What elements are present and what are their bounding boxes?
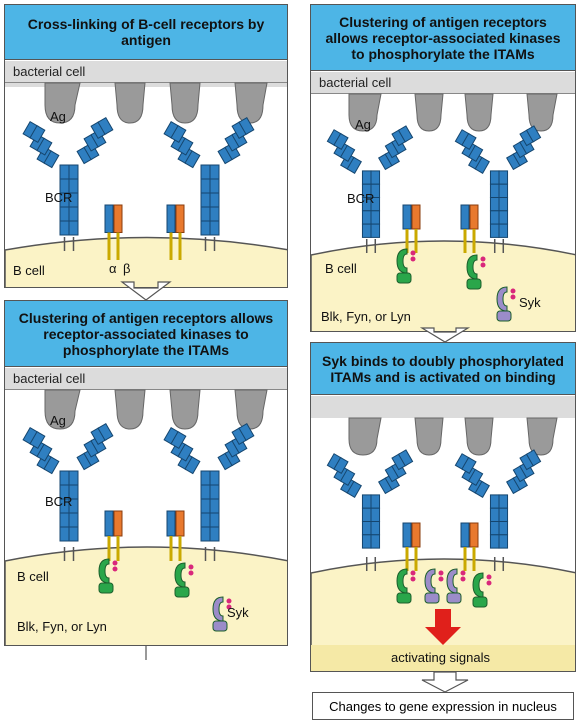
ig-alpha-beta	[166, 204, 185, 260]
panel-title: Clustering of antigen receptors allows r…	[5, 301, 287, 367]
panel-cross-linking: Cross-linking of B-cell receptors by ant…	[4, 4, 288, 288]
receptor-diagram	[5, 389, 287, 645]
bcr-receptor	[163, 423, 255, 561]
bcr-label: BCR	[45, 190, 73, 205]
ig-alpha-beta	[166, 510, 185, 561]
bcr-label: BCR	[45, 494, 73, 509]
bcr-receptor	[326, 125, 414, 253]
bacterial-cell-label: bacterial cell	[5, 61, 287, 83]
antigen	[348, 417, 558, 456]
activating-arrow	[425, 609, 461, 645]
kinase-blk-fyn-lyn	[466, 254, 486, 290]
receptor-diagram	[311, 93, 575, 331]
kinase-blk-fyn-lyn	[98, 558, 118, 594]
kinase-blk-fyn-lyn	[472, 572, 492, 608]
bcr-receptor	[454, 449, 542, 571]
bcr-receptor	[22, 423, 114, 561]
ig-alpha-beta	[460, 522, 479, 571]
beta-label: β	[123, 261, 131, 276]
ig-alpha-beta	[104, 510, 123, 561]
syk-label: Syk	[519, 295, 541, 310]
kinase-blk-fyn-lyn	[396, 248, 416, 284]
syk-kinase	[446, 568, 466, 604]
arrow-down-icon	[419, 327, 471, 343]
arrow-down-icon	[120, 281, 172, 301]
b-cell-label: B cell	[17, 569, 49, 584]
syk-kinase	[212, 596, 232, 632]
bcr-receptor	[163, 117, 255, 251]
b-cell-label: B cell	[325, 261, 357, 276]
kinase-blk-fyn-lyn	[396, 568, 416, 604]
panel-title-text: Clustering of antigen receptors allows r…	[18, 309, 274, 358]
panel-title: Clustering of antigen receptors allows r…	[311, 5, 575, 71]
antigen	[44, 82, 268, 124]
receptor-diagram	[5, 82, 287, 287]
antigen-label: Ag	[355, 117, 371, 132]
panel-syk-binding: Syk binds to doubly phosphorylated ITAMs…	[310, 342, 576, 672]
kinase-blk-fyn-lyn	[174, 562, 194, 598]
alpha-label: α	[109, 261, 117, 276]
panel-title-text: Cross-linking of B-cell receptors by ant…	[27, 16, 265, 48]
bacterial-cell-label: bacterial cell	[5, 368, 287, 390]
syk-kinase	[496, 286, 516, 322]
antigen-label: Ag	[50, 413, 66, 428]
ig-alpha-beta	[402, 204, 421, 253]
receptor-diagram	[311, 396, 575, 671]
arrow-down-icon	[421, 671, 469, 693]
bcr-receptor	[326, 449, 414, 571]
kinase-label: Blk, Fyn, or Lyn	[17, 619, 107, 634]
b-cell-label: B cell	[13, 263, 45, 278]
bcr-receptor	[454, 125, 542, 253]
ig-alpha-beta	[104, 204, 123, 260]
bcr-receptor	[22, 117, 114, 251]
antigen-label: Ag	[50, 109, 66, 124]
panel-clustering-right: Clustering of antigen receptors allows r…	[310, 4, 576, 332]
panel-title: Syk binds to doubly phosphorylated ITAMs…	[311, 343, 575, 395]
activating-signals-label: activating signals	[391, 650, 490, 665]
ig-alpha-beta	[402, 522, 421, 571]
antigen	[44, 389, 268, 430]
syk-kinase	[424, 568, 444, 604]
panel-title-text: Clustering of antigen receptors allows r…	[325, 13, 561, 62]
antigen	[348, 93, 558, 132]
result-box: Changes to gene expression in nucleus	[312, 692, 574, 720]
panel-title: Cross-linking of B-cell receptors by ant…	[5, 5, 287, 60]
syk-label: Syk	[227, 605, 249, 620]
bcr-label: BCR	[347, 191, 375, 206]
kinase-label: Blk, Fyn, or Lyn	[321, 309, 411, 324]
ig-alpha-beta	[460, 204, 479, 253]
panel-title-text: Syk binds to doubly phosphorylated ITAMs…	[322, 352, 564, 385]
